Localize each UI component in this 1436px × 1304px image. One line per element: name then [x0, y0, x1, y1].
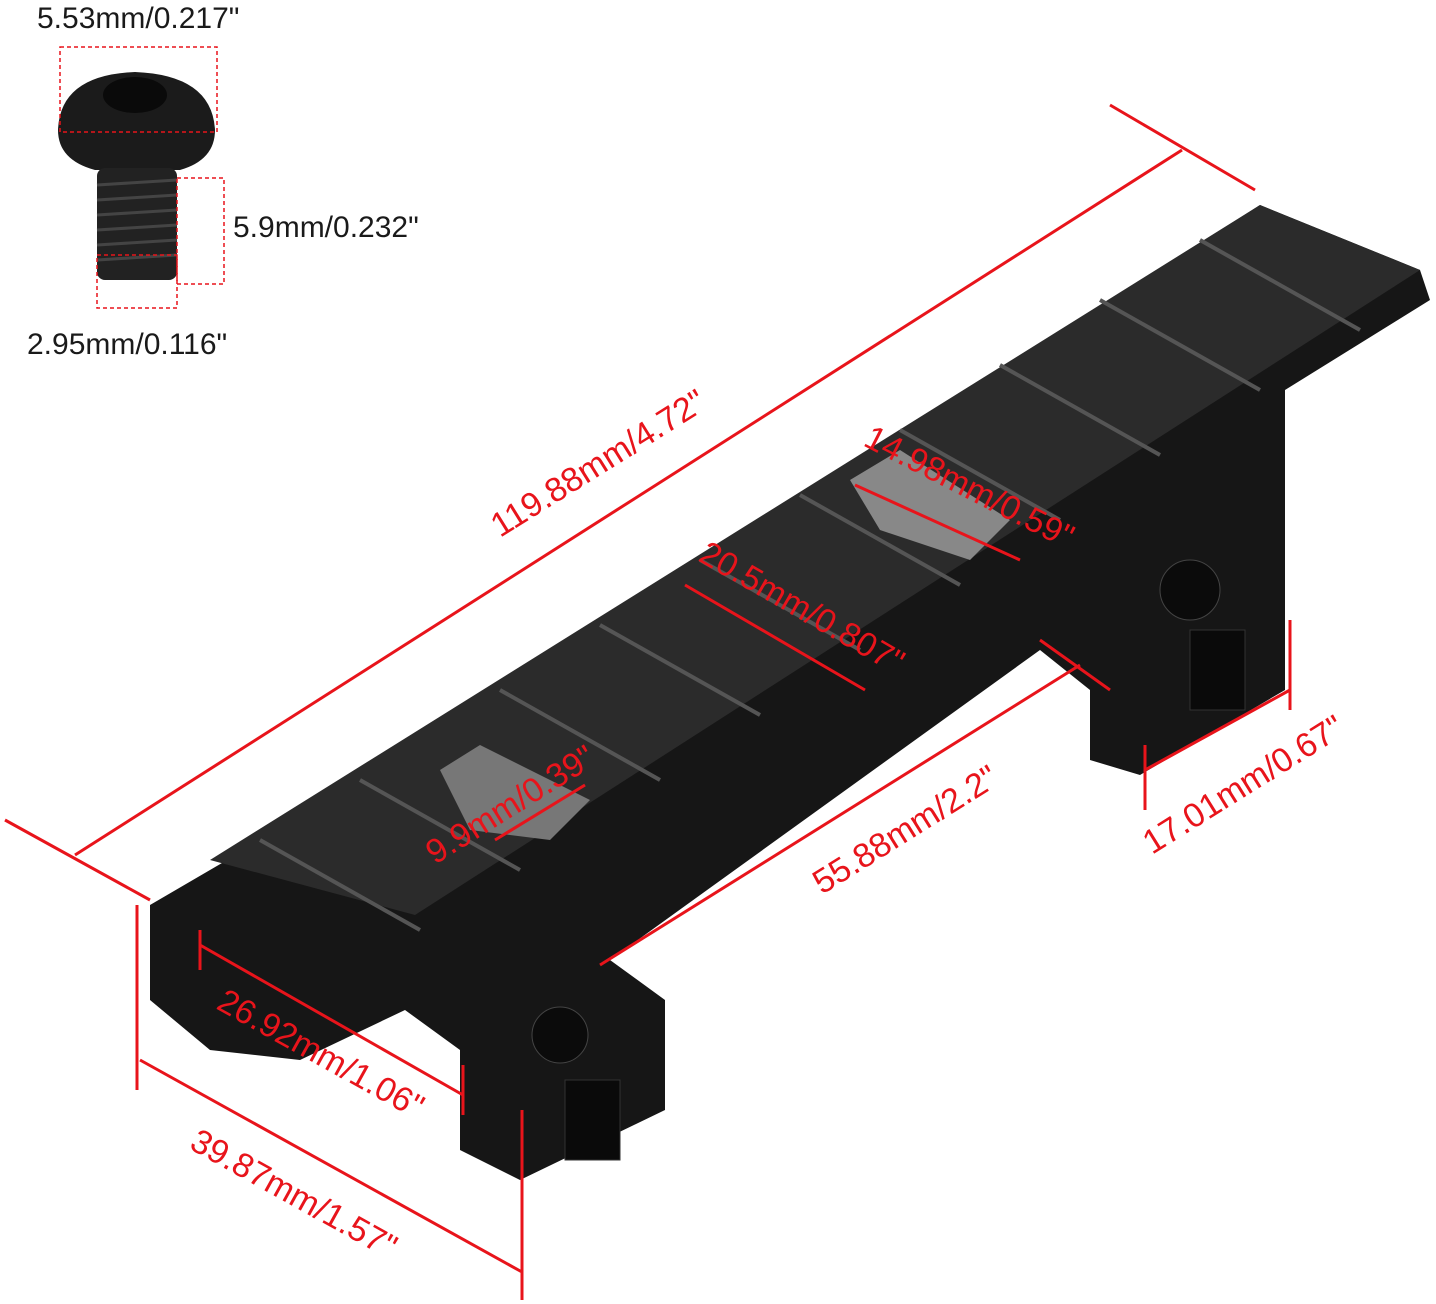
screw-thread-diameter-label: 2.95mm/0.116" [27, 328, 227, 361]
outer-width-label: 39.87mm/1.57" [184, 1122, 403, 1266]
screw-thread-length-label: 5.9mm/0.232" [233, 211, 419, 244]
rail-mount-image [150, 205, 1430, 1180]
screw-image [58, 72, 215, 280]
screw-dimension-lines [59, 46, 225, 309]
screw-head-diameter-label: 5.53mm/0.217" [37, 2, 239, 35]
rail-dimension-lines [4, 103, 1292, 1300]
